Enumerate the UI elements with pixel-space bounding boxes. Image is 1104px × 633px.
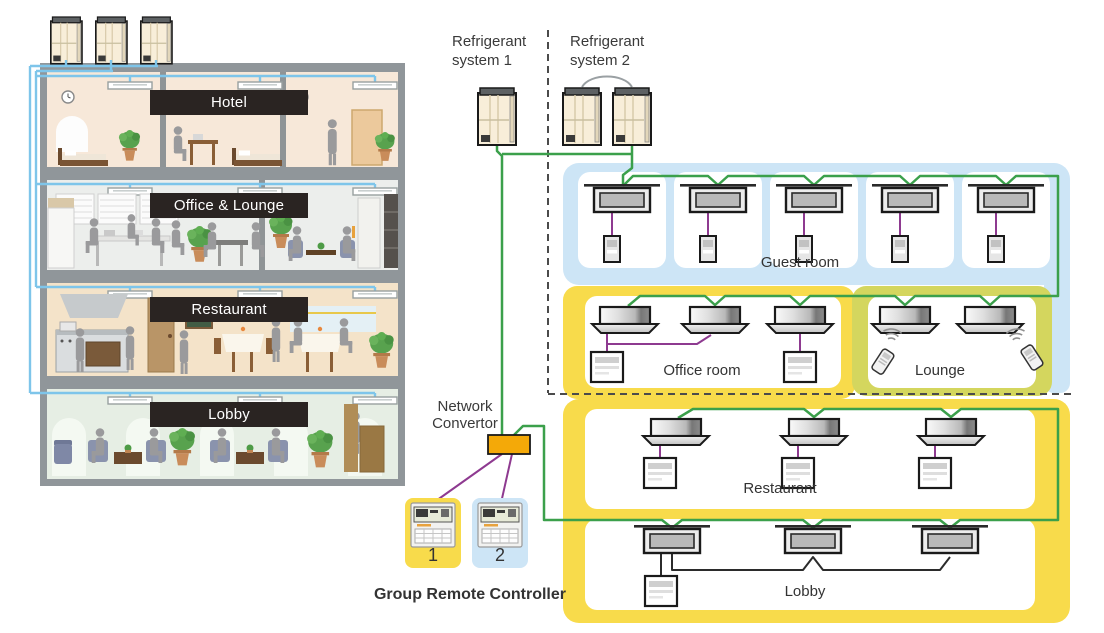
wireless-signal-arcs	[883, 328, 1025, 341]
guest-room-label: Guest room	[760, 254, 840, 271]
roof-outdoor-unit	[49, 16, 83, 65]
grc-number-2: 2	[494, 545, 505, 565]
group-remote-controller-2	[477, 502, 523, 548]
banner-hotel: Hotel	[150, 90, 308, 115]
office-floor-decor	[47, 193, 398, 269]
group-remote-controllers	[405, 498, 528, 568]
banner-restaurant: Restaurant	[150, 297, 308, 322]
outdoor-unit-system1	[477, 87, 517, 146]
network-convertor-box	[487, 434, 531, 455]
outdoor-unit-system2-b	[612, 87, 652, 146]
outdoor-unit-link-pipe	[581, 75, 633, 88]
banner-lobby: Lobby	[150, 402, 308, 427]
roof-outdoor-unit	[94, 16, 128, 65]
system-separator-dashed-line	[547, 30, 1072, 395]
group-remote-controller-label: Group Remote Controller	[373, 586, 566, 603]
refrigerant-piping	[28, 60, 377, 397]
outdoor-unit-system2-a	[562, 87, 602, 146]
roof-outdoor-unit	[140, 16, 173, 65]
hotel-floor-decor	[56, 90, 395, 166]
banner-office: Office & Lounge	[150, 193, 308, 218]
hotel-floor	[47, 72, 398, 167]
lobby-group-wiring	[660, 553, 951, 576]
group-remote-controller-1	[410, 502, 456, 548]
office-room-label: Office room	[663, 362, 741, 379]
lobby-floor-decor	[54, 404, 385, 473]
lounge-units	[870, 305, 1045, 376]
lobby-label: Lobby	[784, 583, 826, 600]
grc-number-1: 1	[427, 545, 438, 565]
purple-controller-wiring	[432, 212, 997, 504]
restaurant-label: Restaurant	[743, 480, 817, 497]
lounge-label: Lounge	[914, 362, 966, 379]
